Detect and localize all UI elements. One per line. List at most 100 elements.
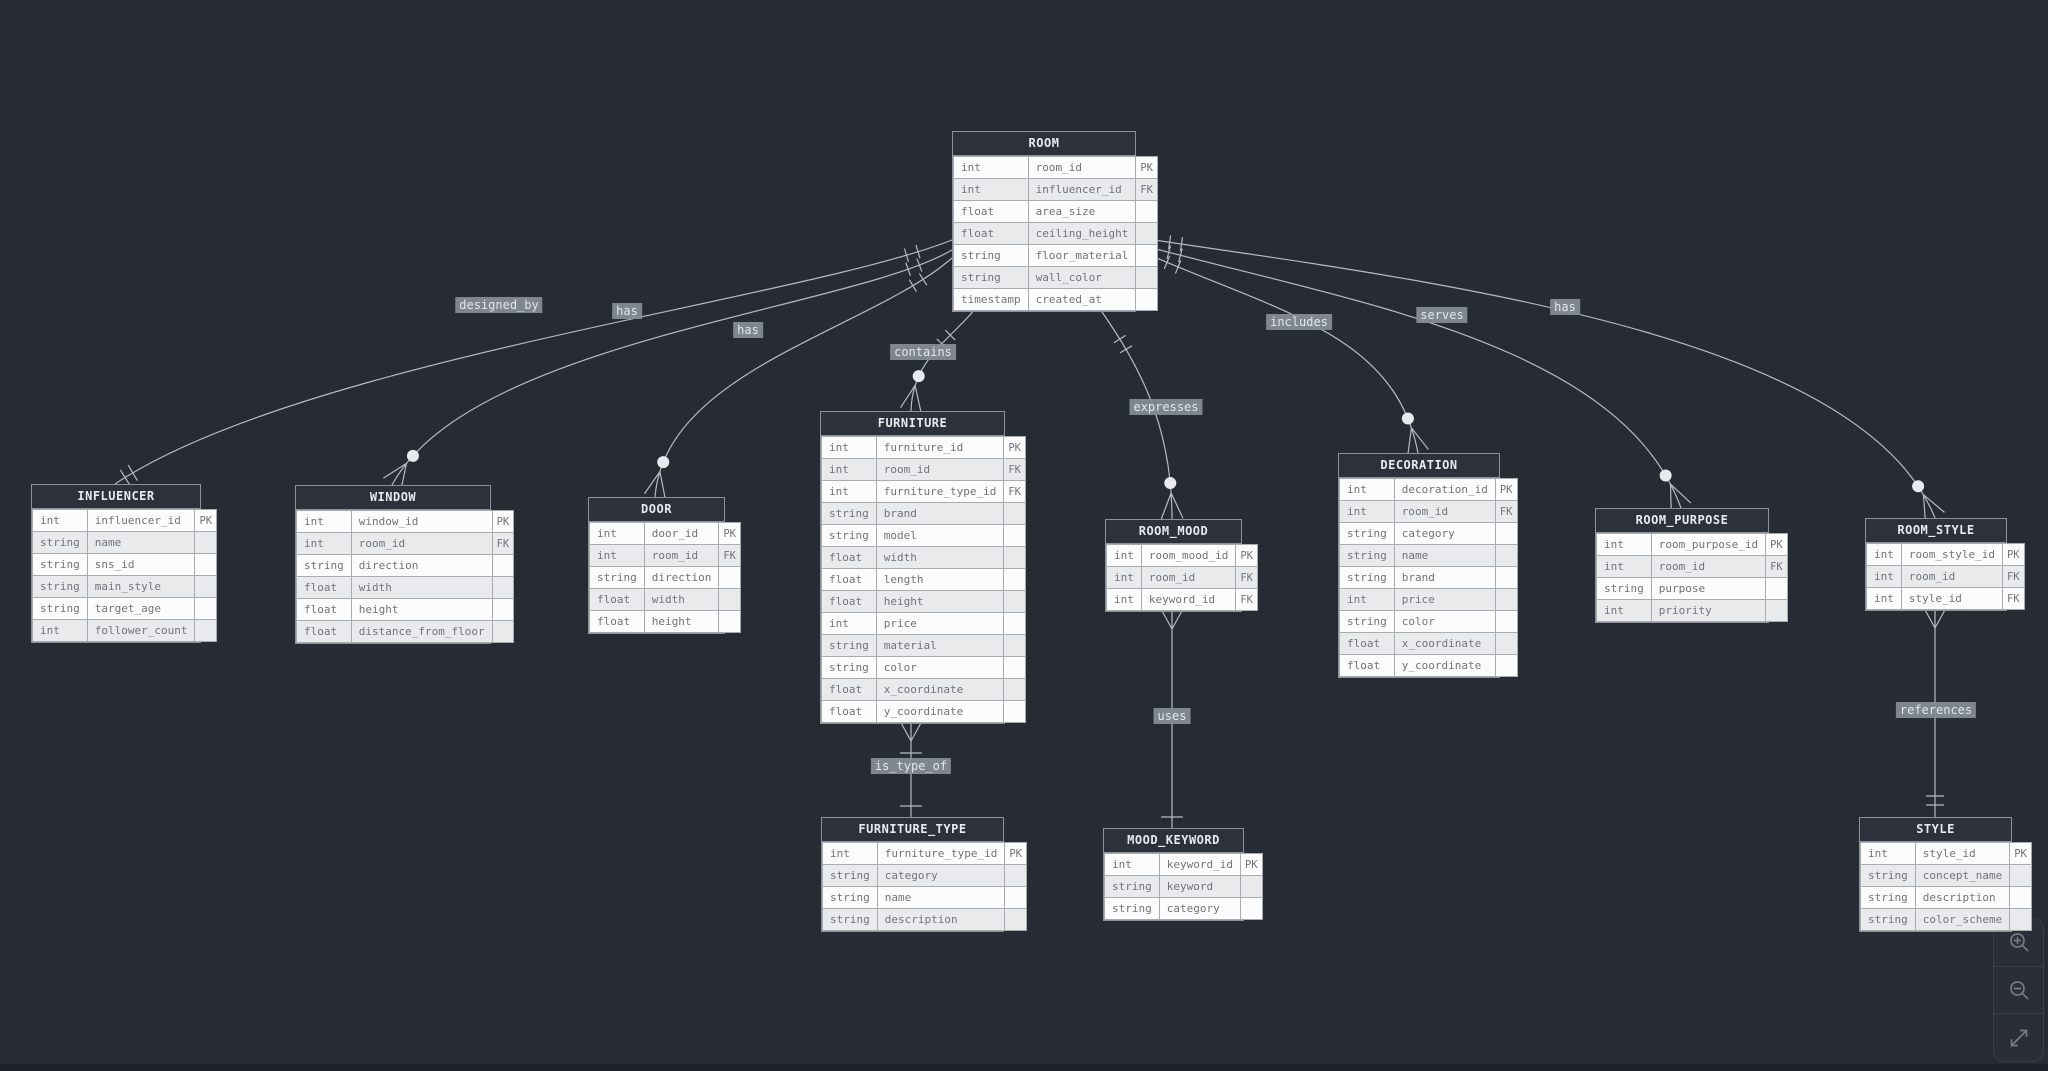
column-type: string [1339, 522, 1395, 545]
column-key [1004, 908, 1027, 931]
column-attr: direction [643, 566, 720, 589]
column-type: string [1596, 577, 1652, 600]
edge-serves [1133, 242, 1682, 509]
column-attr: width [350, 576, 493, 599]
column-key [718, 566, 742, 589]
column-attr: y_coordinate [875, 700, 1005, 723]
column-type: string [1860, 864, 1916, 887]
column-key [1765, 577, 1788, 600]
column-type: int [1106, 588, 1142, 611]
column-key [1003, 656, 1026, 679]
column-key: FK [491, 532, 515, 555]
column-attr: color [875, 656, 1005, 679]
column-attr: y_coordinate [1393, 654, 1496, 677]
column-key [1003, 634, 1026, 657]
column-type: float [821, 678, 877, 701]
column-key [1494, 588, 1518, 611]
column-attr: model [875, 524, 1005, 547]
column-type: int [953, 178, 1029, 201]
column-type: string [822, 864, 878, 887]
column-type: int [1104, 853, 1160, 876]
column-attr: name [876, 886, 1006, 909]
column-attr: room_mood_id [1140, 544, 1237, 567]
column-type: int [1866, 543, 1902, 566]
column-type: timestamp [953, 288, 1029, 311]
relationship-label-has_style: has [1550, 299, 1580, 315]
column-type: int [822, 842, 878, 865]
column-attr: window_id [350, 510, 493, 533]
column-key [194, 553, 218, 576]
cardinality-zero-circle [406, 449, 419, 462]
column-type: float [821, 700, 877, 723]
zoom-in-button[interactable] [1994, 919, 2043, 966]
column-type: string [822, 908, 878, 931]
relationship-label-serves: serves [1416, 307, 1468, 323]
column-attr: wall_color [1027, 266, 1137, 289]
entity-title: DECORATION [1339, 454, 1499, 478]
fullscreen-button[interactable] [1994, 1013, 2043, 1061]
magnifier-minus-icon [2009, 981, 2028, 1000]
column-type: float [296, 620, 352, 643]
column-key [1494, 566, 1518, 589]
column-attr: name [86, 531, 196, 554]
column-attr: height [875, 590, 1005, 613]
relationship-label-includes: includes [1266, 314, 1332, 330]
column-attr: style_id [1914, 842, 2011, 865]
column-attr: created_at [1027, 288, 1137, 311]
column-type: float [589, 610, 645, 633]
column-type: int [32, 619, 88, 642]
column-key [194, 575, 218, 598]
column-type: string [1339, 544, 1395, 567]
column-key: FK [2001, 565, 2025, 588]
column-attr: color [1393, 610, 1496, 633]
column-type: int [1106, 566, 1142, 589]
column-attr: width [875, 546, 1005, 569]
column-attr: room_id [1650, 555, 1767, 578]
cardinality-zero-circle [912, 370, 925, 383]
column-key [194, 531, 218, 554]
column-key [1004, 864, 1027, 887]
column-key: PK [1135, 156, 1158, 179]
column-attr: room_id [643, 544, 720, 567]
column-attr: main_style [86, 575, 196, 598]
column-attr: height [643, 610, 720, 633]
column-key: PK [1003, 436, 1026, 459]
column-type: string [589, 566, 645, 589]
zoom-out-button[interactable] [1994, 965, 2043, 1014]
